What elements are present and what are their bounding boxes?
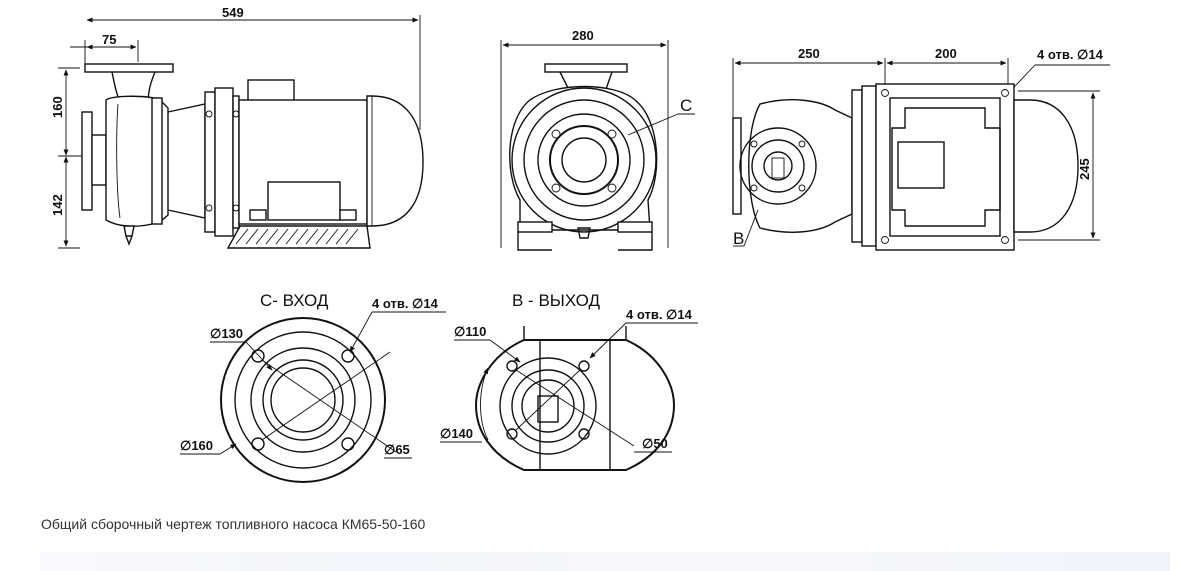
outlet-outer-diameter: ∅140	[440, 426, 473, 441]
side-view: 549 75 160 142	[50, 5, 424, 249]
inlet-bolt-circle: ∅130	[210, 326, 243, 341]
dim-200: 200	[935, 46, 957, 61]
dim-549: 549	[222, 5, 244, 20]
front-view: 280 C	[500, 28, 695, 251]
inlet-outer-diameter: ∅160	[180, 438, 213, 453]
outlet-flange-title: В - ВЫХОД	[512, 291, 600, 310]
inlet-bore: ∅65	[384, 442, 410, 457]
dim-75: 75	[102, 32, 116, 47]
outlet-flange-view: В - ВЫХОД 4 отв. ∅14 ∅110 ∅140 ∅50	[440, 291, 698, 471]
dim-245: 245	[1077, 158, 1092, 180]
outlet-bore: ∅50	[642, 436, 668, 451]
inlet-flange-view: С- ВХОД 4 отв. ∅14 ∅130 ∅160 ∅65	[180, 291, 446, 483]
pump-assembly-drawing: 549 75 160 142	[50, 5, 1110, 483]
dim-250: 250	[798, 46, 820, 61]
outlet-marker-b: B	[733, 229, 744, 248]
dim-160: 160	[50, 96, 65, 118]
drawing-caption: Общий сборочный чертеж топливного насоса…	[41, 516, 426, 532]
dim-280: 280	[572, 28, 594, 43]
outlet-holes-note: 4 отв. ∅14	[626, 307, 693, 322]
top-view-holes-note: 4 отв. ∅14	[1037, 47, 1104, 62]
dim-142: 142	[50, 194, 65, 216]
lower-page-strip	[40, 552, 1170, 571]
inlet-marker-c: C	[680, 96, 692, 115]
outlet-bolt-circle: ∅110	[454, 324, 486, 339]
inlet-flange-title: С- ВХОД	[260, 291, 329, 310]
top-view: 250 200 4 отв. ∅14 245 B	[732, 46, 1110, 251]
inlet-holes-note: 4 отв. ∅14	[372, 296, 439, 311]
